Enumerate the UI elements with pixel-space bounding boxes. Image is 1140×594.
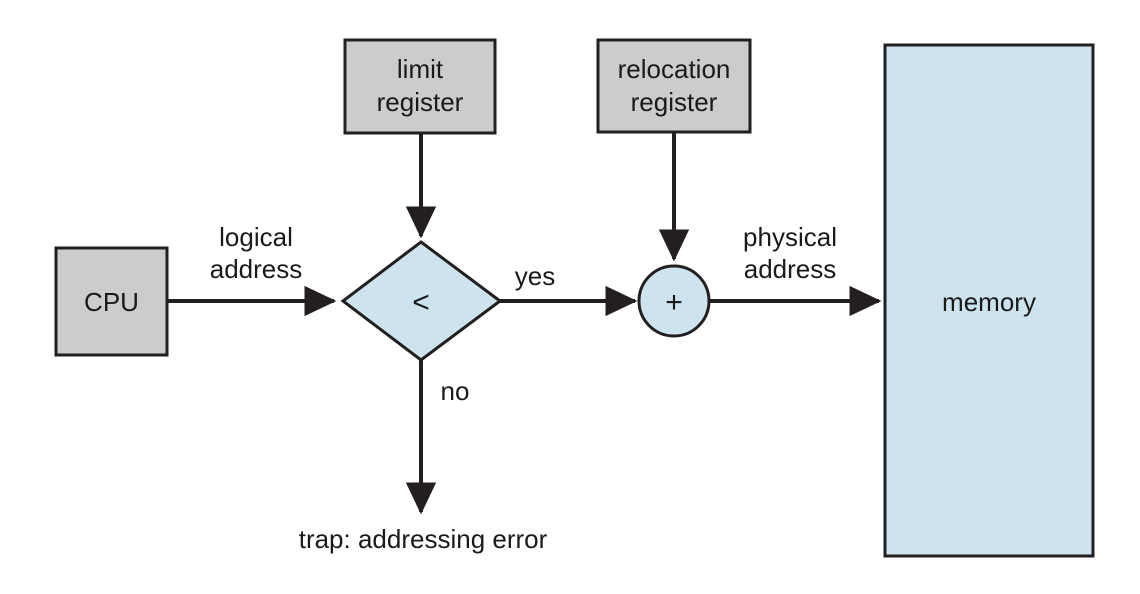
relocation-register-label-line1: relocation (618, 54, 731, 84)
yes-branch-label: yes (515, 261, 555, 291)
limit-register-label-line1: limit (397, 54, 444, 84)
physical-address-label-line2: address (744, 254, 837, 284)
memory-node[interactable]: memory (883, 43, 1095, 558)
relocation-register-node[interactable]: relocation register (596, 38, 752, 134)
adder-operator-label: + (665, 286, 683, 319)
trap-addressing-error-label: trap: addressing error (299, 524, 548, 554)
compare-node[interactable]: < (340, 240, 503, 362)
compare-operator-label: < (412, 286, 430, 319)
limit-register-box (343, 38, 497, 135)
memory-label: memory (942, 287, 1036, 317)
compare-diamond (340, 240, 503, 362)
relocation-register-box (596, 38, 752, 134)
cpu-node[interactable]: CPU (54, 246, 169, 357)
limit-register-label-line2: register (377, 87, 464, 117)
adder-circle (637, 264, 711, 338)
logical-address-label-line1: logical (219, 222, 293, 252)
logical-address-label-line2: address (210, 254, 303, 284)
relocation-register-label-line2: register (631, 87, 718, 117)
cpu-box (54, 246, 169, 357)
adder-node[interactable]: + (637, 264, 711, 338)
no-branch-label: no (441, 376, 470, 406)
limit-register-node[interactable]: limit register (343, 38, 497, 135)
memory-box (883, 43, 1095, 558)
physical-address-label-line1: physical (743, 222, 837, 252)
cpu-label: CPU (84, 287, 139, 317)
